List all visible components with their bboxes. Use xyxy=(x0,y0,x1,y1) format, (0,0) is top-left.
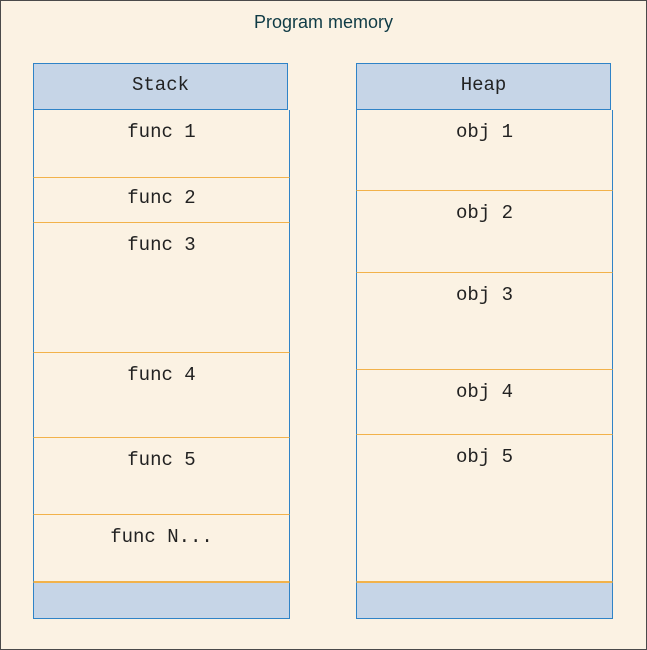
stack-frame-label: func 5 xyxy=(127,449,196,471)
heap-object: obj 1 xyxy=(356,110,613,191)
stack-frame: func N... xyxy=(33,515,290,582)
heap-object-label: obj 2 xyxy=(455,202,513,224)
stack-header-label: Stack xyxy=(131,73,189,96)
stack-frame: func 4 xyxy=(33,353,290,438)
stack-frame: func 1 xyxy=(33,110,290,178)
heap-object: obj 5 xyxy=(356,435,613,582)
heap-object-label: obj 1 xyxy=(455,121,513,143)
heap-header-label: Heap xyxy=(460,73,507,96)
stack-frame-label: func N... xyxy=(110,526,213,548)
stack-frame: func 3 xyxy=(33,223,290,353)
heap-object-label: obj 4 xyxy=(455,381,513,403)
heap-object-label: obj 5 xyxy=(455,446,513,468)
heap-header: Heap xyxy=(356,63,611,110)
heap-footer xyxy=(356,582,613,619)
stack-frame: func 2 xyxy=(33,178,290,223)
diagram-title: Program memory xyxy=(253,12,394,32)
stack-frame-label: func 4 xyxy=(127,364,196,386)
heap-object: obj 2 xyxy=(356,191,613,273)
stack-frame-label: func 2 xyxy=(127,187,196,209)
heap-object: obj 4 xyxy=(356,370,613,435)
heap-object: obj 3 xyxy=(356,273,613,370)
heap-object-label: obj 3 xyxy=(455,284,513,306)
stack-footer xyxy=(33,582,290,619)
stack-frame-label: func 3 xyxy=(127,234,196,256)
stack-header: Stack xyxy=(33,63,288,110)
stack-frame: func 5 xyxy=(33,438,290,515)
stack-frame-label: func 1 xyxy=(127,121,196,143)
